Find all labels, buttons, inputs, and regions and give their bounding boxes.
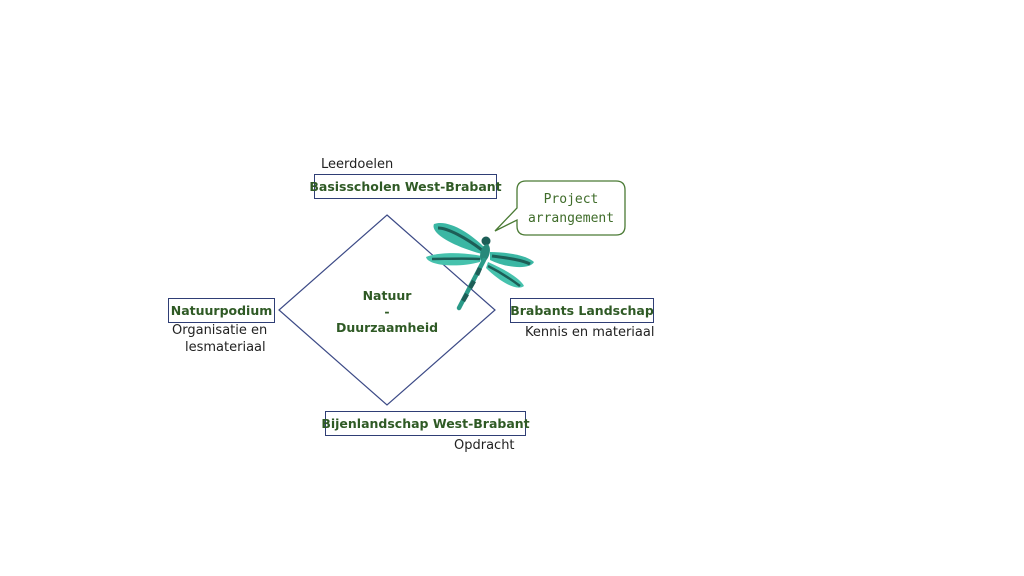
box-bijenlandschap: Bijenlandschap West-Brabant	[321, 411, 530, 436]
left-caption-line1: Organisatie en	[172, 323, 268, 338]
center-text: Natuur - Duurzaamheid	[335, 288, 439, 335]
center-line3: Duurzaamheid	[335, 320, 439, 335]
center-line2: -	[384, 304, 390, 319]
right-caption: Kennis en materiaal	[525, 325, 655, 340]
box-brabants-landschap: Brabants Landschap	[510, 298, 654, 323]
bubble-line2: arrangement	[527, 211, 615, 226]
box-basisscholen: Basisscholen West-Brabant	[309, 174, 502, 199]
bubble-text: Project arrangement	[521, 190, 621, 228]
bottom-caption: Opdracht	[454, 438, 515, 453]
bubble-line1: Project	[543, 192, 599, 207]
top-caption: Leerdoelen	[321, 157, 394, 172]
center-line1: Natuur	[362, 288, 412, 303]
box-natuurpodium: Natuurpodium	[168, 298, 275, 323]
left-caption-line2: lesmateriaal	[185, 340, 266, 355]
